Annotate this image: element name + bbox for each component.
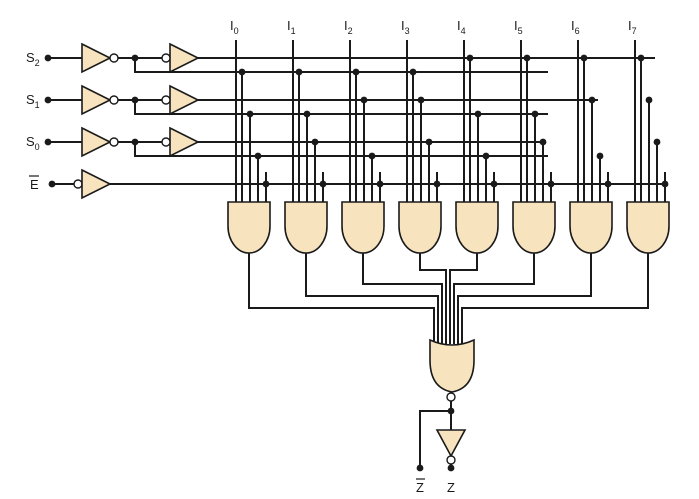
s0-inverter <box>81 126 112 158</box>
s2-inverter <box>81 42 112 74</box>
or-gate <box>429 338 475 393</box>
s0-complement-bus <box>134 142 548 157</box>
enable-input-terminal <box>48 180 56 188</box>
and-gate-1 <box>284 201 328 254</box>
output-label-z: Z <box>447 480 455 495</box>
and-gate-3 <box>398 201 442 254</box>
select-label-s1: S1 <box>26 92 40 110</box>
output-inverter <box>435 429 467 458</box>
and-1-enable-dot <box>319 180 327 188</box>
and-7-output-route <box>461 251 649 344</box>
s0-second-inverter <box>169 126 200 158</box>
s1-input-terminal <box>44 96 52 104</box>
and-6-enable-dot <box>604 180 612 188</box>
and-0-s2-dot <box>238 68 246 76</box>
select-label-s0: S0 <box>26 134 40 152</box>
data-label-i3: I3 <box>401 18 410 36</box>
output-branch-dot <box>447 407 455 415</box>
s2-input-terminal <box>44 54 52 62</box>
and-0-enable-dot <box>262 180 270 188</box>
and-2-s0-dot <box>368 152 376 160</box>
data-label-i4: I4 <box>457 18 466 36</box>
and-gate-6 <box>569 201 613 254</box>
and-7-enable-dot <box>661 180 669 188</box>
s2-second-bubble <box>161 53 171 63</box>
and-7-s0-dot <box>653 138 661 146</box>
s0-inverter-bubble <box>109 137 119 147</box>
s1-inverter <box>81 84 112 116</box>
and-gate-2 <box>341 201 385 254</box>
s1-second-bubble <box>161 95 171 105</box>
and-4-output-route <box>449 251 478 344</box>
and-3-s0-dot <box>425 138 433 146</box>
and-5-s0-dot <box>539 138 547 146</box>
enable-bubble <box>73 179 83 189</box>
gates <box>73 42 670 465</box>
and-gate-4 <box>455 201 499 254</box>
and-5-output-route <box>453 251 535 344</box>
and-2-enable-dot <box>376 180 384 188</box>
and-2-s1-dot <box>360 96 368 104</box>
and-gate-7 <box>626 201 670 254</box>
z-terminal <box>447 464 455 472</box>
data-label-i2: I2 <box>344 18 353 36</box>
and-6-s1-dot <box>588 96 596 104</box>
and-3-s1-dot <box>417 96 425 104</box>
enable-label: E <box>30 177 39 192</box>
and-2-output-route <box>362 251 443 344</box>
s0-branch-dot <box>131 138 139 146</box>
and-0-s0-dot <box>254 152 262 160</box>
output-label-zbar: Z <box>416 480 424 495</box>
s2-branch-dot <box>131 54 139 62</box>
s0-second-bubble <box>161 137 171 147</box>
and-5-enable-dot <box>547 180 555 188</box>
junction-dots <box>44 54 669 472</box>
s1-inverter-bubble <box>109 95 119 105</box>
and-4-s2-dot <box>466 54 474 62</box>
and-1-output-route <box>305 251 439 344</box>
s2-inverter-bubble <box>109 53 119 63</box>
and-1-s2-dot <box>295 68 303 76</box>
s2-second-inverter <box>169 42 200 74</box>
and-1-s0-dot <box>311 138 319 146</box>
and-0-output-route <box>248 251 435 344</box>
and-0-s1-dot <box>246 110 254 118</box>
and-4-s1-dot <box>474 110 482 118</box>
and-6-s2-dot <box>580 54 588 62</box>
and-5-s1-dot <box>531 110 539 118</box>
data-label-i0: I0 <box>230 18 239 36</box>
zbar-output-wire <box>419 410 451 468</box>
and-4-s0-dot <box>482 152 490 160</box>
or-output-bubble <box>446 392 456 402</box>
and-gate-5 <box>512 201 556 254</box>
data-label-i7: I7 <box>628 18 637 36</box>
s1-complement-bus <box>134 100 548 115</box>
and-3-output-route <box>419 251 447 344</box>
s2-complement-bus <box>134 58 548 73</box>
s1-branch-dot <box>131 96 139 104</box>
zbar-terminal <box>416 464 424 472</box>
enable-buffer <box>81 168 112 200</box>
wiring <box>48 40 666 468</box>
data-label-i1: I1 <box>287 18 296 36</box>
select-label-s2: S2 <box>26 50 40 68</box>
output-inverter-bubble <box>446 455 456 465</box>
and-3-s2-dot <box>409 68 417 76</box>
and-6-s0-dot <box>596 152 604 160</box>
and-gate-0 <box>227 201 271 254</box>
and-3-enable-dot <box>433 180 441 188</box>
s1-second-inverter <box>169 84 200 116</box>
and-2-s2-dot <box>352 68 360 76</box>
s0-input-terminal <box>44 138 52 146</box>
and-7-s2-dot <box>637 54 645 62</box>
data-label-i5: I5 <box>514 18 523 36</box>
and-1-s1-dot <box>303 110 311 118</box>
and-4-enable-dot <box>490 180 498 188</box>
data-label-i6: I6 <box>571 18 580 36</box>
and-5-s2-dot <box>523 54 531 62</box>
and-6-output-route <box>457 251 592 344</box>
and-7-s1-dot <box>645 96 653 104</box>
